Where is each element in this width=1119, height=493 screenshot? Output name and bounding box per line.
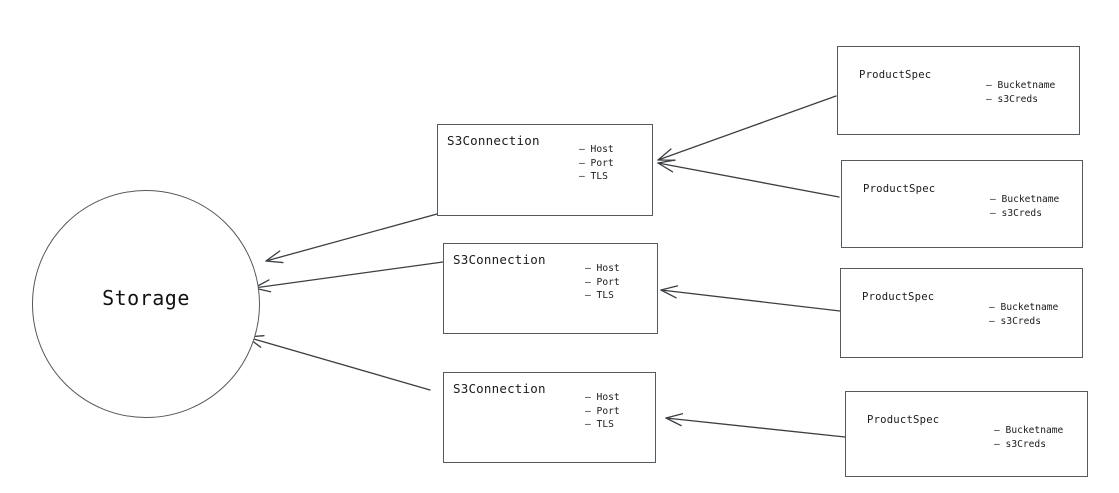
product-spec-node[interactable]: ProductSpec – Bucketname – s3Creds bbox=[837, 46, 1080, 135]
product-spec-attribute: – s3Creds bbox=[994, 438, 1046, 450]
s3-connection-attribute: – Host bbox=[585, 392, 620, 403]
arrow bbox=[657, 95, 837, 161]
product-spec-attribute-list: – Bucketname – s3Creds bbox=[989, 301, 1058, 328]
product-spec-attribute: – Bucketname bbox=[986, 80, 1056, 91]
product-spec-attribute-list: – Bucketname – s3Creds bbox=[994, 424, 1063, 451]
product-spec-attribute: – s3Creds bbox=[990, 207, 1042, 219]
s3-connection-node[interactable]: S3Connection – Host – Port – TLS bbox=[437, 124, 653, 216]
product-spec-attribute: – Bucketname bbox=[989, 302, 1059, 313]
s3-connection-title: S3Connection bbox=[453, 381, 546, 396]
product-spec-attribute: – s3Creds bbox=[986, 93, 1038, 105]
product-spec-title: ProductSpec bbox=[862, 291, 935, 303]
arrow bbox=[657, 159, 840, 198]
arrow bbox=[665, 413, 846, 438]
product-spec-node[interactable]: ProductSpec – Bucketname – s3Creds bbox=[840, 268, 1083, 358]
s3-connection-attribute: – TLS bbox=[579, 171, 608, 183]
s3-connection-attribute-list: – Host – Port – TLS bbox=[585, 391, 620, 432]
product-spec-attribute: – s3Creds bbox=[989, 315, 1041, 327]
product-spec-attribute: – Bucketname bbox=[990, 194, 1060, 205]
product-spec-attribute-list: – Bucketname – s3Creds bbox=[986, 79, 1055, 106]
product-spec-title: ProductSpec bbox=[867, 414, 940, 426]
s3-connection-attribute: – Port bbox=[579, 157, 614, 169]
storage-node[interactable]: Storage bbox=[32, 190, 260, 418]
s3-connection-attribute-list: – Host – Port – TLS bbox=[579, 143, 614, 184]
arrow bbox=[265, 213, 438, 264]
product-spec-attribute-list: – Bucketname – s3Creds bbox=[990, 193, 1059, 220]
product-spec-node[interactable]: ProductSpec – Bucketname – s3Creds bbox=[841, 160, 1083, 248]
arrow bbox=[660, 285, 841, 312]
s3-connection-node[interactable]: S3Connection – Host – Port – TLS bbox=[443, 372, 656, 463]
s3-connection-attribute: – Port bbox=[585, 405, 620, 417]
s3-connection-title: S3Connection bbox=[453, 252, 546, 267]
arrow bbox=[253, 261, 444, 293]
s3-connection-node[interactable]: S3Connection – Host – Port – TLS bbox=[443, 243, 658, 334]
s3-connection-title: S3Connection bbox=[447, 133, 540, 148]
product-spec-attribute: – Bucketname bbox=[994, 425, 1064, 436]
storage-node-label: Storage bbox=[102, 286, 190, 310]
s3-connection-attribute: – TLS bbox=[585, 419, 614, 431]
s3-connection-attribute: – TLS bbox=[585, 290, 614, 302]
arrow bbox=[246, 335, 431, 391]
s3-connection-attribute: – Host bbox=[585, 263, 620, 274]
product-spec-title: ProductSpec bbox=[863, 183, 936, 195]
product-spec-title: ProductSpec bbox=[859, 69, 932, 81]
s3-connection-attribute-list: – Host – Port – TLS bbox=[585, 262, 620, 303]
product-spec-node[interactable]: ProductSpec – Bucketname – s3Creds bbox=[845, 391, 1088, 477]
s3-connection-attribute: – Port bbox=[585, 276, 620, 288]
s3-connection-attribute: – Host bbox=[579, 144, 614, 155]
